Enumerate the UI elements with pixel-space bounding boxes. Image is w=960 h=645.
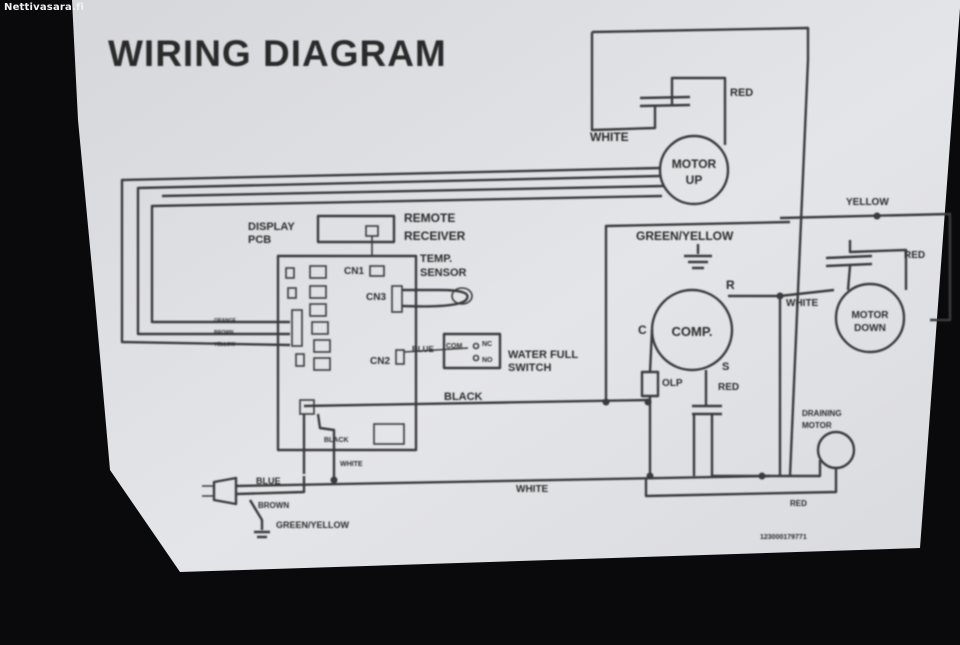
wire-motor-down-cap: [846, 265, 852, 291]
wire-bundle-3: [150, 194, 663, 324]
wire-white-top: [590, 32, 657, 132]
label-white-right: WHITE: [786, 298, 819, 309]
label-motor-down-1: MOTOR: [851, 310, 889, 321]
label-orange: ORANGE: [214, 318, 237, 324]
wire-comp-c: [648, 329, 654, 373]
label-water-full-switch-1: WATER FULL: [508, 349, 578, 361]
label-brown: BROWN: [214, 330, 234, 336]
label-remote-receiver-1: REMOTE: [404, 211, 455, 225]
watermark-text: Nettivasara.fi: [4, 2, 85, 13]
label-black-mid: BLACK: [444, 391, 483, 403]
wire-black-small: [316, 413, 336, 480]
label-c: C: [638, 323, 647, 337]
label-white-top: WHITE: [590, 130, 629, 144]
diagram-title: WIRING DIAGRAM: [108, 33, 447, 74]
plug-prongs: [202, 485, 214, 497]
label-motor-up-2: UP: [686, 173, 703, 187]
label-red-right: RED: [904, 250, 925, 261]
motor-up: [658, 134, 730, 206]
label-yellow-small: YELLOW: [214, 342, 236, 348]
label-water-full-switch-2: SWITCH: [508, 362, 551, 374]
label-brown-plug: BROWN: [258, 501, 289, 510]
diagram-sticker: [72, 0, 960, 572]
power-plug: [212, 476, 238, 506]
wire-draining-1: [790, 460, 822, 478]
label-green-yellow-bottom: GREEN/YELLOW: [276, 520, 350, 530]
main-pcb-box: [276, 254, 418, 452]
diagram-content: WIRING DIAGRAM: [108, 26, 952, 541]
label-white-small: WHITE: [340, 461, 363, 468]
motor-down: [834, 282, 906, 354]
wire-white-right: [779, 288, 835, 298]
pcb-bundle-connector: [291, 309, 303, 347]
label-cn3: CN3: [366, 292, 386, 303]
label-temp-sensor-1: TEMP.: [420, 253, 452, 265]
label-red-s: RED: [718, 382, 739, 393]
cn2-connector: [395, 349, 405, 365]
cn3-connector: [391, 285, 403, 313]
label-cn1: CN1: [344, 266, 364, 277]
temp-sensor-probe: [451, 287, 473, 305]
label-motor-down-2: DOWN: [854, 323, 886, 334]
water-full-switch-box: [442, 332, 502, 370]
label-com: COM: [446, 343, 463, 350]
label-r: R: [726, 278, 735, 292]
cn1-connector: [369, 265, 385, 277]
label-black-small: BLACK: [324, 437, 349, 444]
label-remote-receiver-2: RECEIVER: [404, 229, 466, 243]
wire-red-motor-down: [848, 240, 908, 290]
wire-bundle-1: [120, 166, 661, 347]
capacitor-top: [639, 95, 691, 108]
label-white-bottom: WHITE: [516, 484, 549, 495]
pcb-lower-part: [373, 423, 405, 445]
wire-bundle-4: [161, 184, 665, 198]
wire-bundle-2: [136, 174, 661, 336]
label-draining-motor-1: DRAINING: [802, 409, 842, 418]
wire-top-frame: [591, 26, 810, 477]
label-comp: COMP.: [672, 324, 713, 339]
label-part-no: 123000179771: [760, 534, 807, 541]
label-motor-up-1: MOTOR: [672, 157, 717, 171]
label-yellow: YELLOW: [846, 197, 889, 208]
wire-brown-plug: [235, 476, 306, 496]
label-temp-sensor-2: SENSOR: [420, 267, 467, 279]
ground-symbol: [684, 244, 712, 270]
wire-red-bottom: [644, 468, 838, 498]
label-blue-plug: BLUE: [256, 476, 281, 486]
wire-blue-switch: [403, 347, 469, 353]
label-blue: BLUE: [412, 345, 434, 354]
wire-green-yellow-frame: [604, 220, 791, 402]
ground-plug: [248, 499, 270, 539]
label-red-top: RED: [730, 87, 753, 99]
wire-red-top: [670, 76, 727, 145]
label-display-pcb-2: PCB: [248, 234, 271, 246]
label-olp: OLP: [662, 378, 683, 389]
wire-black: [303, 398, 649, 408]
label-nc: NC: [482, 341, 492, 348]
wire-white-bottom: [235, 474, 771, 488]
capacitor-motor-down: [825, 254, 873, 268]
display-pcb-box: [316, 214, 396, 244]
label-no: NO: [482, 357, 493, 364]
label-green-yellow: GREEN/YELLOW: [636, 229, 734, 243]
label-s: S: [722, 361, 729, 373]
label-draining-motor-2: MOTOR: [802, 421, 832, 430]
temp-sensor-lead: [401, 288, 469, 308]
label-cn2: CN2: [370, 356, 390, 367]
label-display-pcb-1: DISPLAY: [248, 221, 295, 233]
label-red-bottom: RED: [790, 499, 807, 508]
capacitor-comp: [692, 404, 722, 416]
wire-yellow-right: [779, 212, 952, 322]
